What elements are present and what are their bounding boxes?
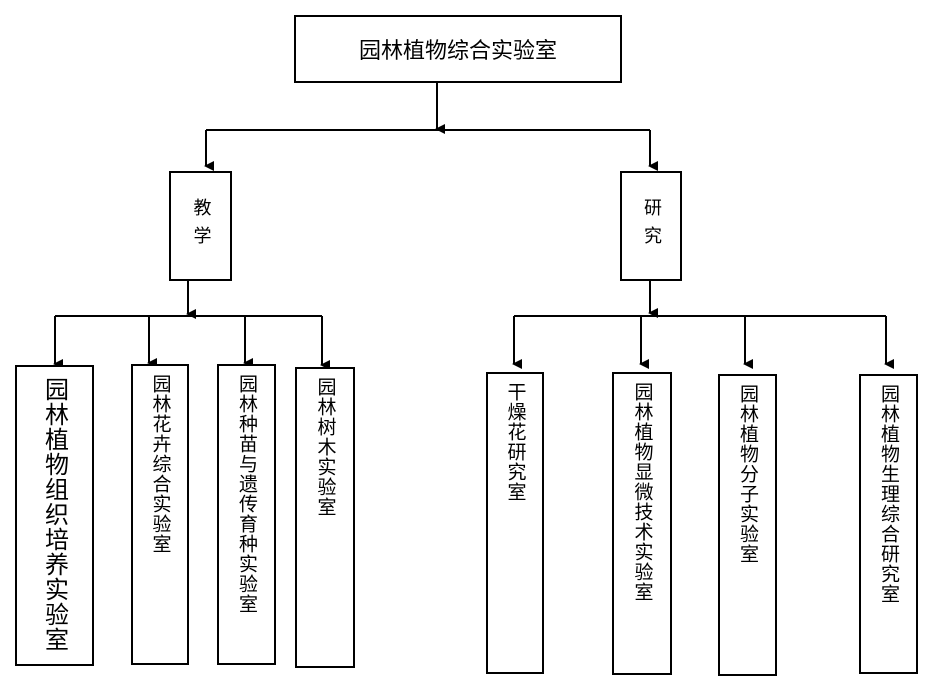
lab-label: 干燥花研究室 bbox=[504, 382, 527, 502]
lab-label: 园林植物生理综合研究室 bbox=[878, 384, 900, 604]
category-teaching: 教学 bbox=[169, 171, 232, 281]
lab-seedling-breeding: 园林种苗与遗传育种实验室 bbox=[217, 364, 276, 665]
lab-physiology: 园林植物生理综合研究室 bbox=[859, 374, 918, 674]
category-research: 研究 bbox=[620, 171, 682, 281]
lab-microscopy: 园林植物显微技术实验室 bbox=[612, 372, 672, 675]
lab-tissue-culture: 园林植物组织培养实验室 bbox=[15, 365, 94, 666]
lab-label: 园林植物显微技术实验室 bbox=[631, 382, 654, 602]
lab-label: 园林花卉综合实验室 bbox=[149, 374, 172, 554]
root-node-label: 园林植物综合实验室 bbox=[358, 39, 557, 64]
category-teaching-label: 教学 bbox=[190, 198, 212, 254]
lab-flower-comprehensive: 园林花卉综合实验室 bbox=[131, 364, 189, 665]
root-node: 园林植物综合实验室 bbox=[294, 15, 622, 83]
lab-label: 园林植物分子实验室 bbox=[737, 384, 759, 564]
lab-molecular: 园林植物分子实验室 bbox=[718, 374, 777, 676]
lab-label: 园林植物组织培养实验室 bbox=[40, 377, 69, 652]
category-research-label: 研究 bbox=[641, 198, 662, 254]
lab-label: 园林种苗与遗传育种实验室 bbox=[236, 374, 258, 614]
lab-dried-flower: 干燥花研究室 bbox=[486, 372, 544, 674]
lab-trees: 园林树木实验室 bbox=[295, 367, 355, 668]
lab-label: 园林树木实验室 bbox=[314, 377, 337, 517]
